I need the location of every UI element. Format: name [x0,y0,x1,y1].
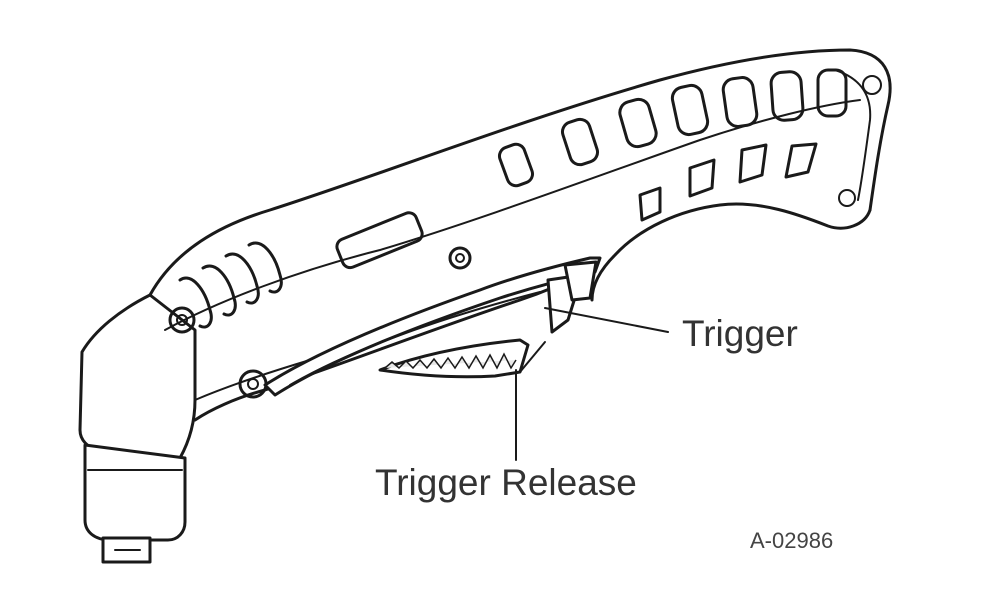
trigger [263,256,602,397]
figure-code: A-02986 [750,528,834,553]
trigger-release-label: Trigger Release [375,462,637,503]
front-grip-ridges [178,241,283,329]
screw-icon [168,306,196,334]
screw-icon [448,246,472,270]
upper-grip-slots [497,68,848,188]
side-slot [335,211,424,270]
torch-head [78,293,197,564]
handle-body [148,48,892,422]
trigger-leader-line [544,307,669,333]
lower-grip-slots [638,142,818,222]
trigger-release [378,338,546,379]
trigger-label: Trigger [682,313,798,354]
